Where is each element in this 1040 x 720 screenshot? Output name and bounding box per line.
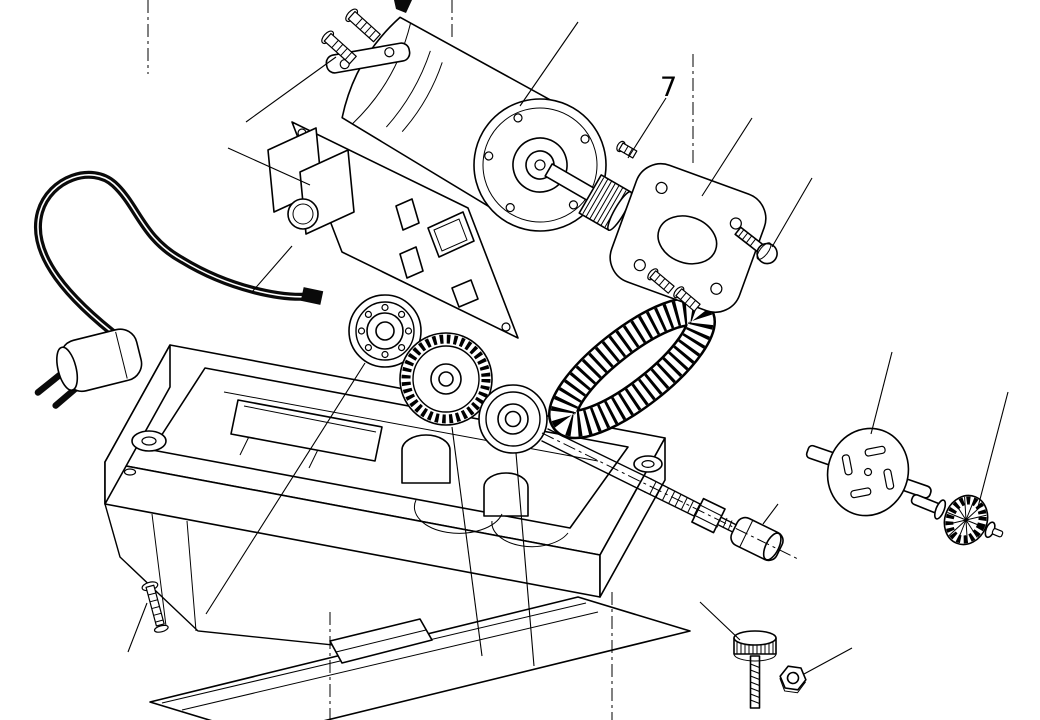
circuit-board bbox=[267, 121, 519, 339]
slotted-disc bbox=[805, 427, 932, 517]
timing-belt bbox=[548, 296, 716, 440]
round-capacitor bbox=[287, 198, 319, 230]
cropped-part-edge bbox=[394, 0, 412, 13]
electric-motor bbox=[341, 16, 633, 232]
vent-slot bbox=[401, 62, 443, 132]
vent-slot bbox=[385, 50, 431, 128]
power-cord-and-plug bbox=[34, 170, 324, 409]
leader-lines bbox=[127, 21, 1009, 675]
shaft-nut bbox=[691, 497, 726, 534]
plug-pin bbox=[34, 371, 64, 396]
base-screw bbox=[141, 581, 169, 633]
plate-screw-2 bbox=[673, 286, 701, 312]
mounting-bolt bbox=[734, 226, 778, 265]
mounting-screws-and-bracket bbox=[321, 8, 411, 74]
hex-nut bbox=[779, 665, 807, 694]
knurled-thumb-screw bbox=[733, 630, 777, 709]
set-screw bbox=[616, 140, 638, 159]
plate-screw-1 bbox=[647, 268, 675, 294]
screw-thread bbox=[750, 663, 760, 704]
motor-pinion-gear bbox=[578, 174, 633, 232]
base-casting bbox=[104, 344, 666, 660]
shaft-coupling bbox=[730, 516, 784, 562]
bracket-plate bbox=[325, 42, 411, 74]
base-cover bbox=[149, 596, 691, 720]
front-bearing bbox=[348, 294, 422, 368]
center-lines bbox=[147, 0, 801, 720]
drive-shaft bbox=[541, 428, 784, 562]
rear-bearing bbox=[478, 384, 548, 454]
part-number-7-label: 7 bbox=[660, 72, 677, 103]
disc-slots bbox=[841, 445, 895, 499]
power-plug bbox=[34, 328, 143, 409]
toothed-pulley bbox=[399, 332, 493, 426]
cord-strain-relief bbox=[300, 287, 324, 305]
cutter-burr bbox=[910, 494, 1004, 546]
bracket-screw-1 bbox=[345, 8, 381, 43]
bracket-screw-2 bbox=[321, 30, 357, 65]
